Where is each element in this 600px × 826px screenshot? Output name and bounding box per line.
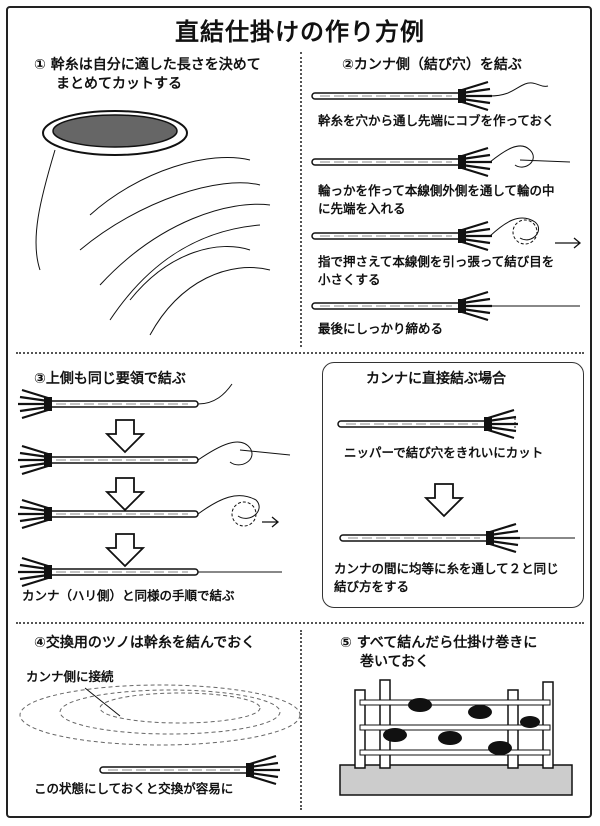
section4-heading-text: 交換用のツノは幹糸を結んでおく <box>45 635 256 651</box>
section2-jig-4 <box>310 290 580 322</box>
section3-jig-2 <box>16 441 291 476</box>
line-winder-illustration <box>339 679 573 796</box>
spare-jig-illustration <box>19 684 301 786</box>
section2-step1: 幹糸を穴から通し先端にコブを作っておく <box>318 113 555 128</box>
section4-caption: この状態にしておくと交換が容易に <box>34 781 234 796</box>
arrow-down-icon <box>106 533 144 567</box>
box-step1: ニッパーで結び穴をきれいにカット <box>344 445 544 460</box>
arrow-down-icon <box>425 483 463 517</box>
section2-step2-line1: 輪っかを作って本線側外側を通して輪の中 <box>318 183 555 198</box>
section2-step3-line1: 指で押さえて本線側を引っ張って結び目を <box>318 254 555 269</box>
section1-heading: ① 幹糸は自分に適した長さを決めて まとめてカットする <box>34 56 261 94</box>
section1-number: ① <box>34 57 46 73</box>
section3-jig-3 <box>16 495 280 530</box>
divider-horizontal-top <box>16 352 584 354</box>
box-heading: カンナに直接結ぶ場合 <box>366 371 506 387</box>
arrow-down-icon <box>106 419 144 453</box>
section2-number: ② <box>342 57 354 73</box>
box-jig-1 <box>336 408 520 440</box>
box-jig-2 <box>338 522 575 554</box>
section3-caption: カンナ（ハリ側）と同様の手順で結ぶ <box>22 588 235 603</box>
section2-jig-2 <box>310 145 571 178</box>
section5-number: ⑤ <box>340 635 352 651</box>
section3-heading-text: 上側も同じ要領で結ぶ <box>45 371 186 387</box>
section5-heading-line2: 巻いておく <box>360 654 430 670</box>
section4-label: カンナ側に接続 <box>26 669 114 684</box>
section4-number: ④ <box>34 635 46 651</box>
page-title: 直結仕掛けの作り方例 <box>175 18 425 46</box>
section3-jig-4 <box>16 556 282 588</box>
page-frame <box>6 6 592 818</box>
section2-heading-text: カンナ側（結び穴）を結ぶ <box>353 57 522 73</box>
section2-step2-line2: に先端を入れる <box>318 201 406 216</box>
divider-horizontal-bottom <box>16 622 584 624</box>
section3-jig-1 <box>16 383 233 420</box>
section5-heading: ⑤ すべて結んだら仕掛け巻きに 巻いておく <box>340 634 537 672</box>
divider-vertical-top <box>300 52 302 347</box>
arrow-down-icon <box>106 477 144 511</box>
section1-heading-line1: 幹糸は自分に適した長さを決めて <box>50 57 261 73</box>
section2-step4: 最後にしっかり締める <box>318 321 444 336</box>
section3-heading: ③上側も同じ要領で結ぶ <box>34 370 186 389</box>
section2-heading: ②カンナ側（結び穴）を結ぶ <box>342 56 522 75</box>
section3-number: ③ <box>34 371 46 387</box>
divider-vertical-bottom <box>300 630 302 810</box>
section4-heading: ④交換用のツノは幹糸を結んでおく <box>34 634 255 653</box>
section2-jig-3 <box>310 217 582 252</box>
section1-heading-line2: まとめてカットする <box>56 76 182 92</box>
section2-jig-1 <box>310 80 549 112</box>
section2-step3-line2: 小さくする <box>318 272 381 287</box>
direct-tie-box <box>322 362 584 608</box>
box-step2-line1: カンナの間に均等に糸を通して２と同じ <box>334 561 559 576</box>
line-coil-illustration <box>35 110 271 336</box>
box-step2-line2: 結び方をする <box>334 579 410 594</box>
section5-heading-line1: すべて結んだら仕掛け巻きに <box>356 635 538 651</box>
